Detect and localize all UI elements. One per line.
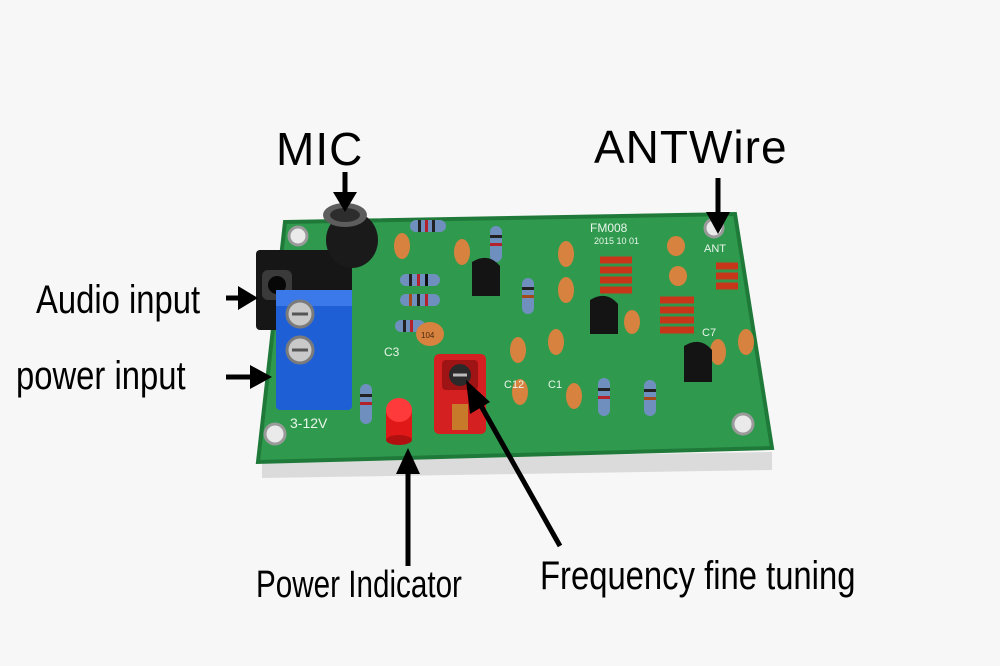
board-date-text: 2015 10 01 [594,236,639,246]
trimmer-capacitor [434,354,486,434]
power-input-label: power input [16,354,186,398]
silkscreen-c3: C3 [384,345,400,359]
power-led [386,398,412,445]
silkscreen-c1: C1 [548,379,562,391]
mic-label: MIC [276,123,364,175]
board-ant-text: ANT [704,243,726,255]
board-model-text: FM008 [590,221,628,235]
coils [600,256,738,334]
microphone [323,203,378,268]
mounting-holes [263,217,755,446]
board-voltage-text: 3-12V [290,415,328,431]
ant-wire-label: ANTWire [594,121,788,173]
callout-arrows [226,172,730,566]
silkscreen-c12: C12 [504,379,524,391]
resistors [360,220,656,424]
capacitors [394,233,754,409]
audio-input-label: Audio input [36,278,201,322]
capacitor-code-text: 104 [421,331,435,340]
silkscreen-c7: C7 [702,327,716,339]
power-terminal [276,290,352,410]
power-indicator-label: Power Indicator [256,564,462,606]
transistors [472,257,712,382]
frequency-fine-tuning-label: Frequency fine tuning [540,554,856,598]
